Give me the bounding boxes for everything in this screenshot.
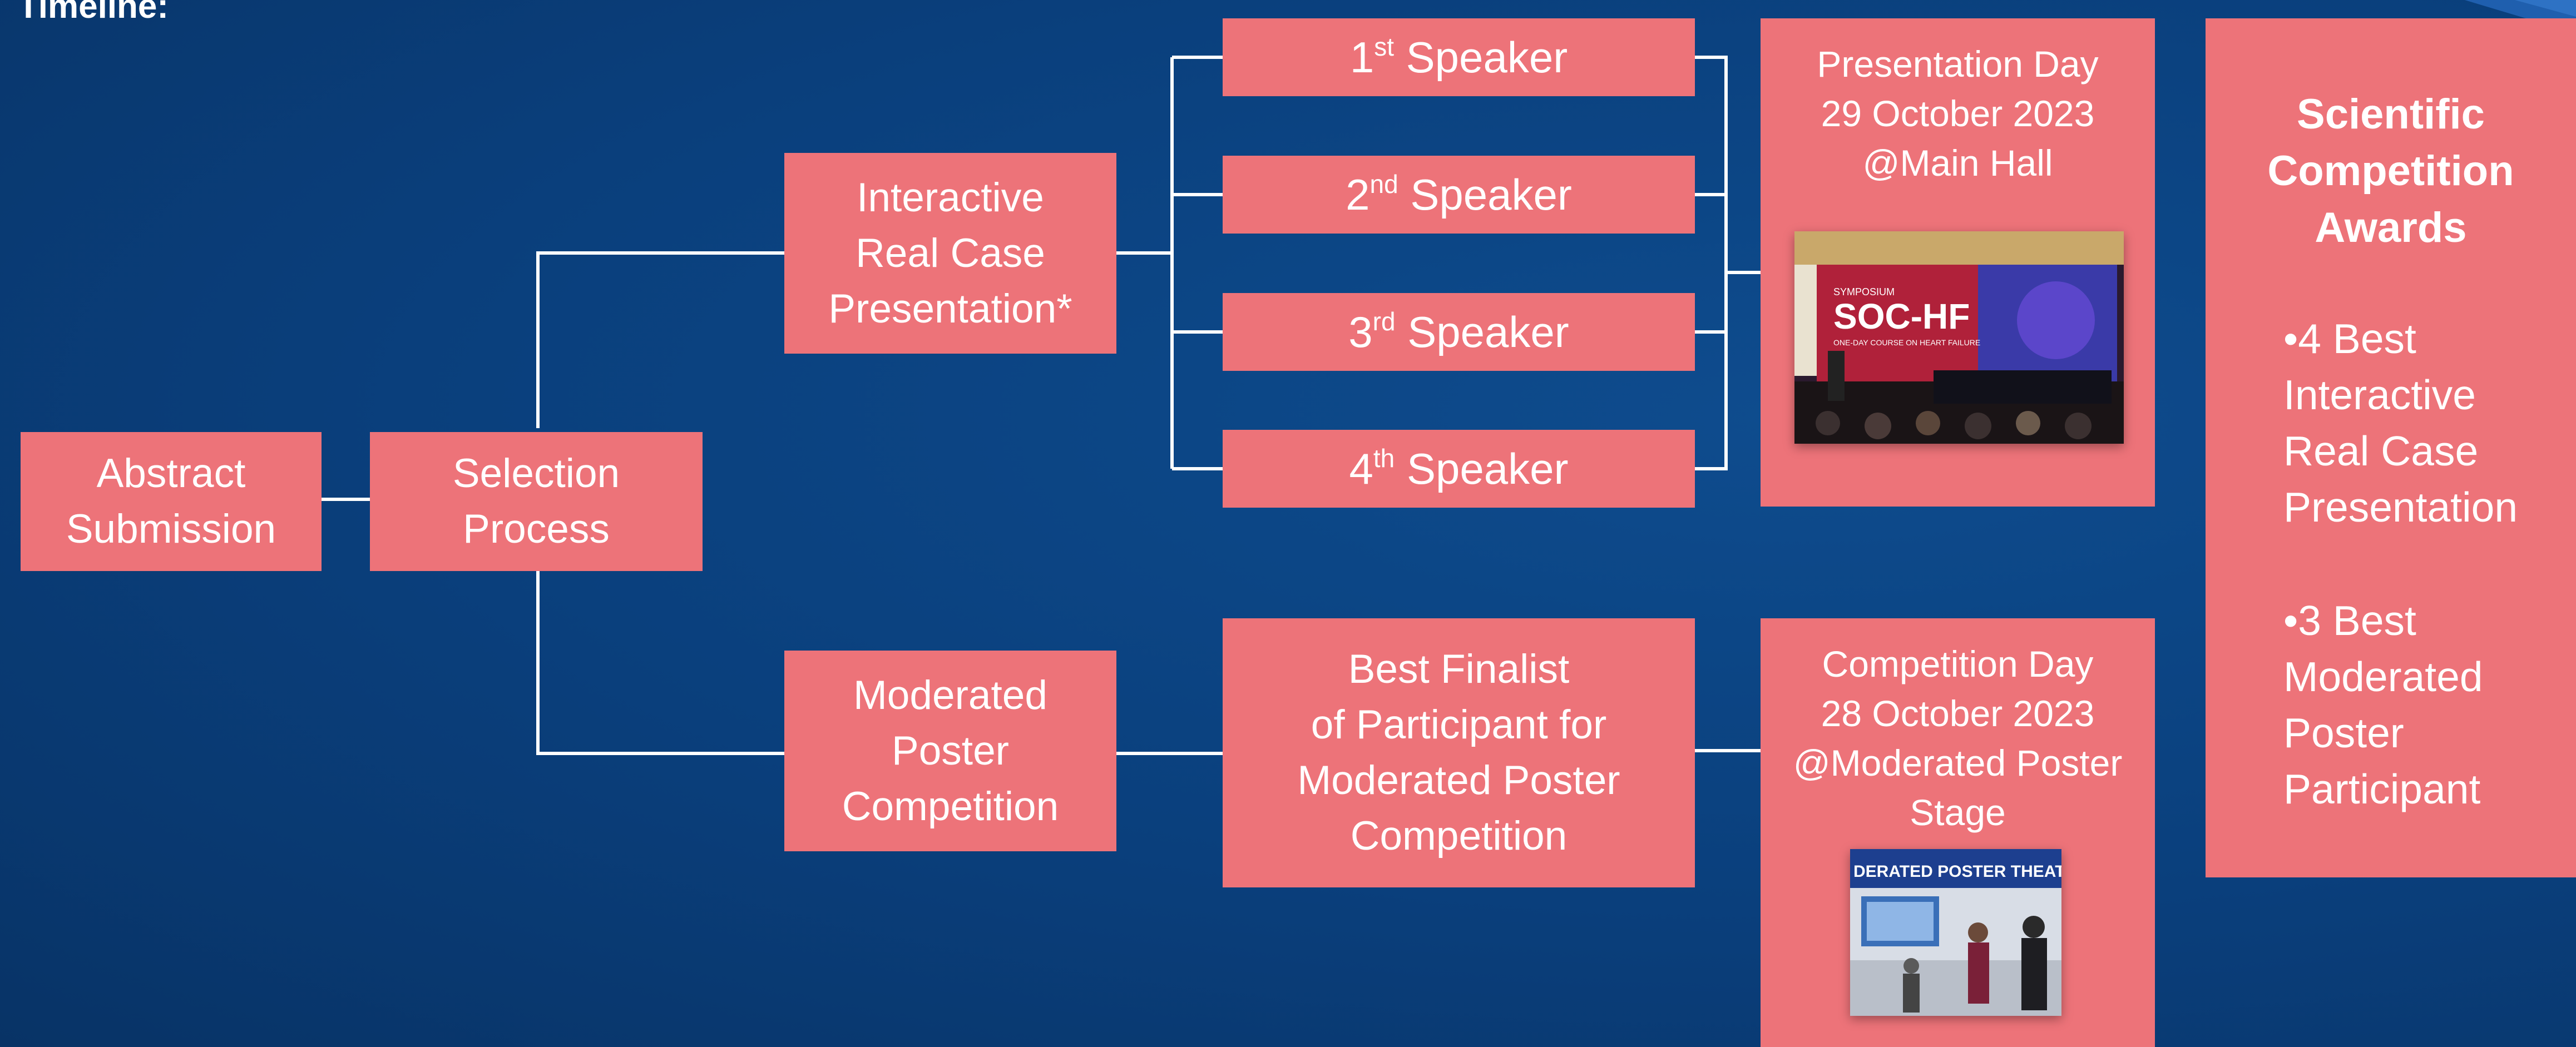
speaker-2-label: 2nd Speaker — [1346, 170, 1572, 220]
presentation-day-line-2: 29 October 2023 — [1821, 93, 2095, 134]
speaker-1-label: 1st Speaker — [1350, 32, 1568, 82]
award-2-line-1: •3 Best — [2283, 597, 2416, 644]
awards-box: Scientific Competition Awards •4 Best In… — [2206, 18, 2576, 877]
speaker-1-word: Speaker — [1406, 33, 1568, 82]
finalist-line-2: of Participant for — [1311, 702, 1607, 747]
award-2-line-4: Participant — [2283, 766, 2481, 812]
interactive-line-3: Presentation* — [828, 286, 1072, 331]
speaker-1-suffix: st — [1374, 32, 1394, 61]
award-2-line-3: Poster — [2283, 709, 2404, 756]
speaker-3-word: Speaker — [1407, 307, 1569, 356]
poster-stage-photo: DERATED POSTER THEATER — [1850, 849, 2061, 1016]
speaker-3-box: 3rd Speaker — [1223, 293, 1695, 371]
speaker-3-label: 3rd Speaker — [1348, 307, 1569, 357]
competition-day-line-1: Competition Day — [1822, 643, 2094, 684]
moderated-line-2: Poster — [892, 728, 1009, 773]
awards-heading-line-2: Competition — [2267, 147, 2514, 195]
presentation-day-line-3: @Main Hall — [1862, 142, 2053, 183]
moderated-line-3: Competition — [842, 783, 1059, 829]
selection-line-1: Selection — [452, 451, 620, 496]
speaker-2-box: 2nd Speaker — [1223, 156, 1695, 234]
connector-selection-branch — [536, 251, 784, 755]
award-1-line-1: •4 Best — [2283, 315, 2416, 362]
awards-heading-line-3: Awards — [2315, 204, 2467, 251]
interactive-presentation-box: Interactive Real Case Presentation* — [784, 153, 1116, 354]
selection-line-2: Process — [463, 507, 610, 552]
abstract-line-1: Abstract — [96, 451, 246, 496]
competition-day-line-4: Stage — [1910, 792, 2006, 833]
speaker-2-word: Speaker — [1410, 170, 1572, 219]
selection-process-box: Selection Process — [370, 432, 703, 571]
awards-heading-line-1: Scientific — [2297, 91, 2485, 138]
speaker-4-number: 4 — [1349, 444, 1373, 493]
moderated-line-1: Moderated — [853, 672, 1047, 718]
abstract-submission-box: Abstract Submission — [21, 432, 322, 571]
speaker-1-number: 1 — [1349, 33, 1374, 82]
moderated-poster-box: Moderated Poster Competition — [784, 651, 1116, 851]
award-1-line-4: Presentation — [2283, 484, 2518, 530]
interactive-line-1: Interactive — [857, 175, 1044, 220]
speaker-2-suffix: nd — [1369, 170, 1398, 199]
connector-speakers-day — [1695, 56, 1761, 470]
main-hall-banner-sub: ONE-DAY COURSE ON HEART FAILURE — [1833, 338, 1980, 347]
poster-stage-banner: DERATED POSTER THEATER — [1853, 862, 2061, 881]
speaker-4-suffix: th — [1373, 444, 1395, 473]
speaker-1-box: 1st Speaker — [1223, 18, 1695, 96]
page-title: Timeline: — [18, 0, 169, 26]
competition-day-line-2: 28 October 2023 — [1821, 693, 2095, 734]
award-1-line-3: Real Case — [2283, 428, 2479, 474]
award-1-line-2: Interactive — [2283, 371, 2476, 418]
finalist-line-3: Moderated Poster — [1297, 758, 1620, 803]
award-2-line-2: Moderated — [2283, 653, 2483, 700]
speaker-3-number: 3 — [1348, 307, 1373, 356]
presentation-day-line-1: Presentation Day — [1817, 43, 2099, 85]
speaker-2-number: 2 — [1346, 170, 1370, 219]
connector-interactive-speakers — [1116, 56, 1223, 470]
interactive-line-2: Real Case — [856, 230, 1045, 276]
finalist-line-4: Competition — [1350, 813, 1568, 859]
competition-day-line-3: @Moderated Poster — [1793, 742, 2123, 783]
speaker-3-suffix: rd — [1372, 307, 1396, 336]
abstract-line-2: Submission — [66, 507, 276, 552]
speaker-4-word: Speaker — [1406, 444, 1569, 493]
best-finalist-box: Best Finalist of Participant for Moderat… — [1223, 618, 1695, 887]
main-hall-photo: SYMPOSIUM SOC-HF ONE-DAY COURSE ON HEART… — [1794, 231, 2124, 444]
main-hall-banner-small: SYMPOSIUM — [1833, 286, 1895, 297]
finalist-line-1: Best Finalist — [1348, 647, 1570, 692]
speaker-4-label: 4th Speaker — [1349, 444, 1569, 494]
speaker-4-box: 4th Speaker — [1223, 430, 1695, 508]
main-hall-banner-big: SOC-HF — [1833, 296, 1970, 336]
